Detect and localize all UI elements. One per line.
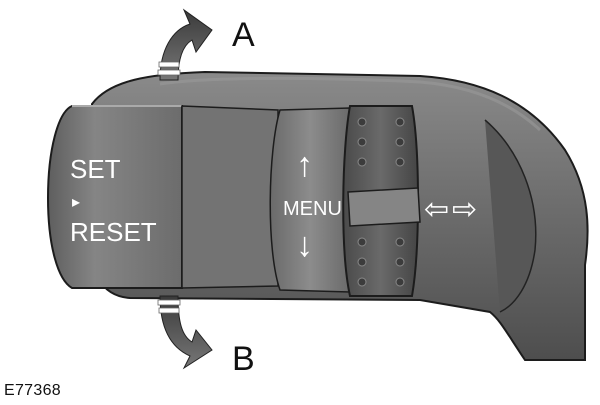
menu-label: MENU xyxy=(283,198,342,220)
arrow-b-icon xyxy=(157,295,213,370)
reset-label: RESET xyxy=(70,217,157,247)
set-reset-button[interactable]: SET ▸ RESET xyxy=(46,105,183,289)
arrow-a-icon xyxy=(157,8,213,81)
arrow-left-icon: ⇦ xyxy=(424,193,449,226)
set-label: SET xyxy=(70,154,121,184)
marker-icon: ▸ xyxy=(72,194,80,211)
arrow-right-icon: ⇨ xyxy=(452,193,477,226)
direction-label-a: A xyxy=(232,16,255,54)
side-arrows: ⇦ ⇨ xyxy=(424,193,477,226)
thumbwheel[interactable] xyxy=(342,105,421,297)
direction-label-b: B xyxy=(232,340,255,378)
reference-code: E77368 xyxy=(4,382,61,399)
collar xyxy=(181,105,279,289)
menu-up-arrow-icon: ↑ xyxy=(296,146,313,184)
menu-ring[interactable]: ↑ MENU ↓ xyxy=(269,107,351,293)
menu-down-arrow-icon: ↓ xyxy=(296,226,313,264)
